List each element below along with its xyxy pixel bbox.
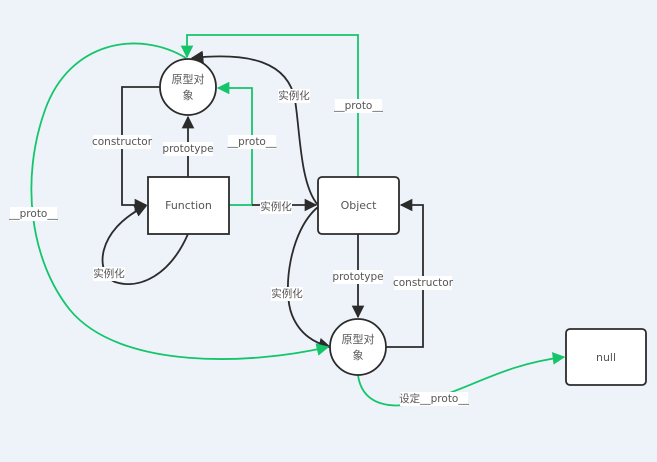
label-objproto-set-proto-null: 设定__proto__ xyxy=(399,392,470,406)
svg-text:prototype: prototype xyxy=(332,271,383,283)
node-function-prototype-label-1: 原型对 xyxy=(172,72,205,86)
svg-text:实例化: 实例化 xyxy=(93,267,125,280)
svg-text:prototype: prototype xyxy=(162,143,213,155)
node-object-prototype-label-2: 象 xyxy=(353,349,364,362)
svg-text:constructor: constructor xyxy=(92,136,153,148)
label-function-instantiates-object: 实例化 xyxy=(260,200,292,214)
svg-text:constructor: constructor xyxy=(393,277,454,289)
label-object-prototype: prototype xyxy=(332,270,384,284)
node-object-label: Object xyxy=(341,199,378,212)
label-function-constructor: constructor xyxy=(92,135,153,149)
label-fnproto-proto-loop: __proto__ xyxy=(8,207,59,221)
node-function-prototype[interactable]: 原型对 象 xyxy=(159,58,217,116)
svg-text:实例化: 实例化 xyxy=(271,287,303,300)
node-function-prototype-label-2: 象 xyxy=(183,89,194,102)
edge-function-self-instance[interactable] xyxy=(101,205,189,285)
svg-text:实例化: 实例化 xyxy=(260,200,292,213)
node-object[interactable]: Object xyxy=(317,176,400,235)
svg-text:__proto__: __proto__ xyxy=(333,100,383,112)
label-function-proto: __proto__ xyxy=(227,135,277,149)
node-null[interactable]: null xyxy=(565,328,647,386)
svg-text:实例化: 实例化 xyxy=(278,89,310,102)
label-function-prototype: prototype xyxy=(162,142,214,156)
node-object-prototype-label-1: 原型对 xyxy=(342,332,375,346)
label-function-self-instance: 实例化 xyxy=(93,267,125,281)
svg-text:设定__proto__: 设定__proto__ xyxy=(399,392,469,405)
label-object-instantiates-objproto: 实例化 xyxy=(271,287,303,301)
label-object-constructor: constructor xyxy=(393,276,454,290)
label-object-instantiates-fnproto: 实例化 xyxy=(278,89,310,103)
edge-fnproto-proto-loop[interactable] xyxy=(30,42,330,360)
svg-text:__proto__: __proto__ xyxy=(227,136,277,148)
node-function-label: Function xyxy=(165,199,212,212)
label-object-proto: __proto__ xyxy=(333,99,384,113)
edge-object-instantiates-objproto[interactable] xyxy=(287,206,332,351)
node-function[interactable]: Function xyxy=(147,176,230,235)
node-null-label: null xyxy=(596,351,616,364)
node-object-prototype[interactable]: 原型对 象 xyxy=(329,318,387,376)
svg-text:__proto__: __proto__ xyxy=(8,208,58,220)
